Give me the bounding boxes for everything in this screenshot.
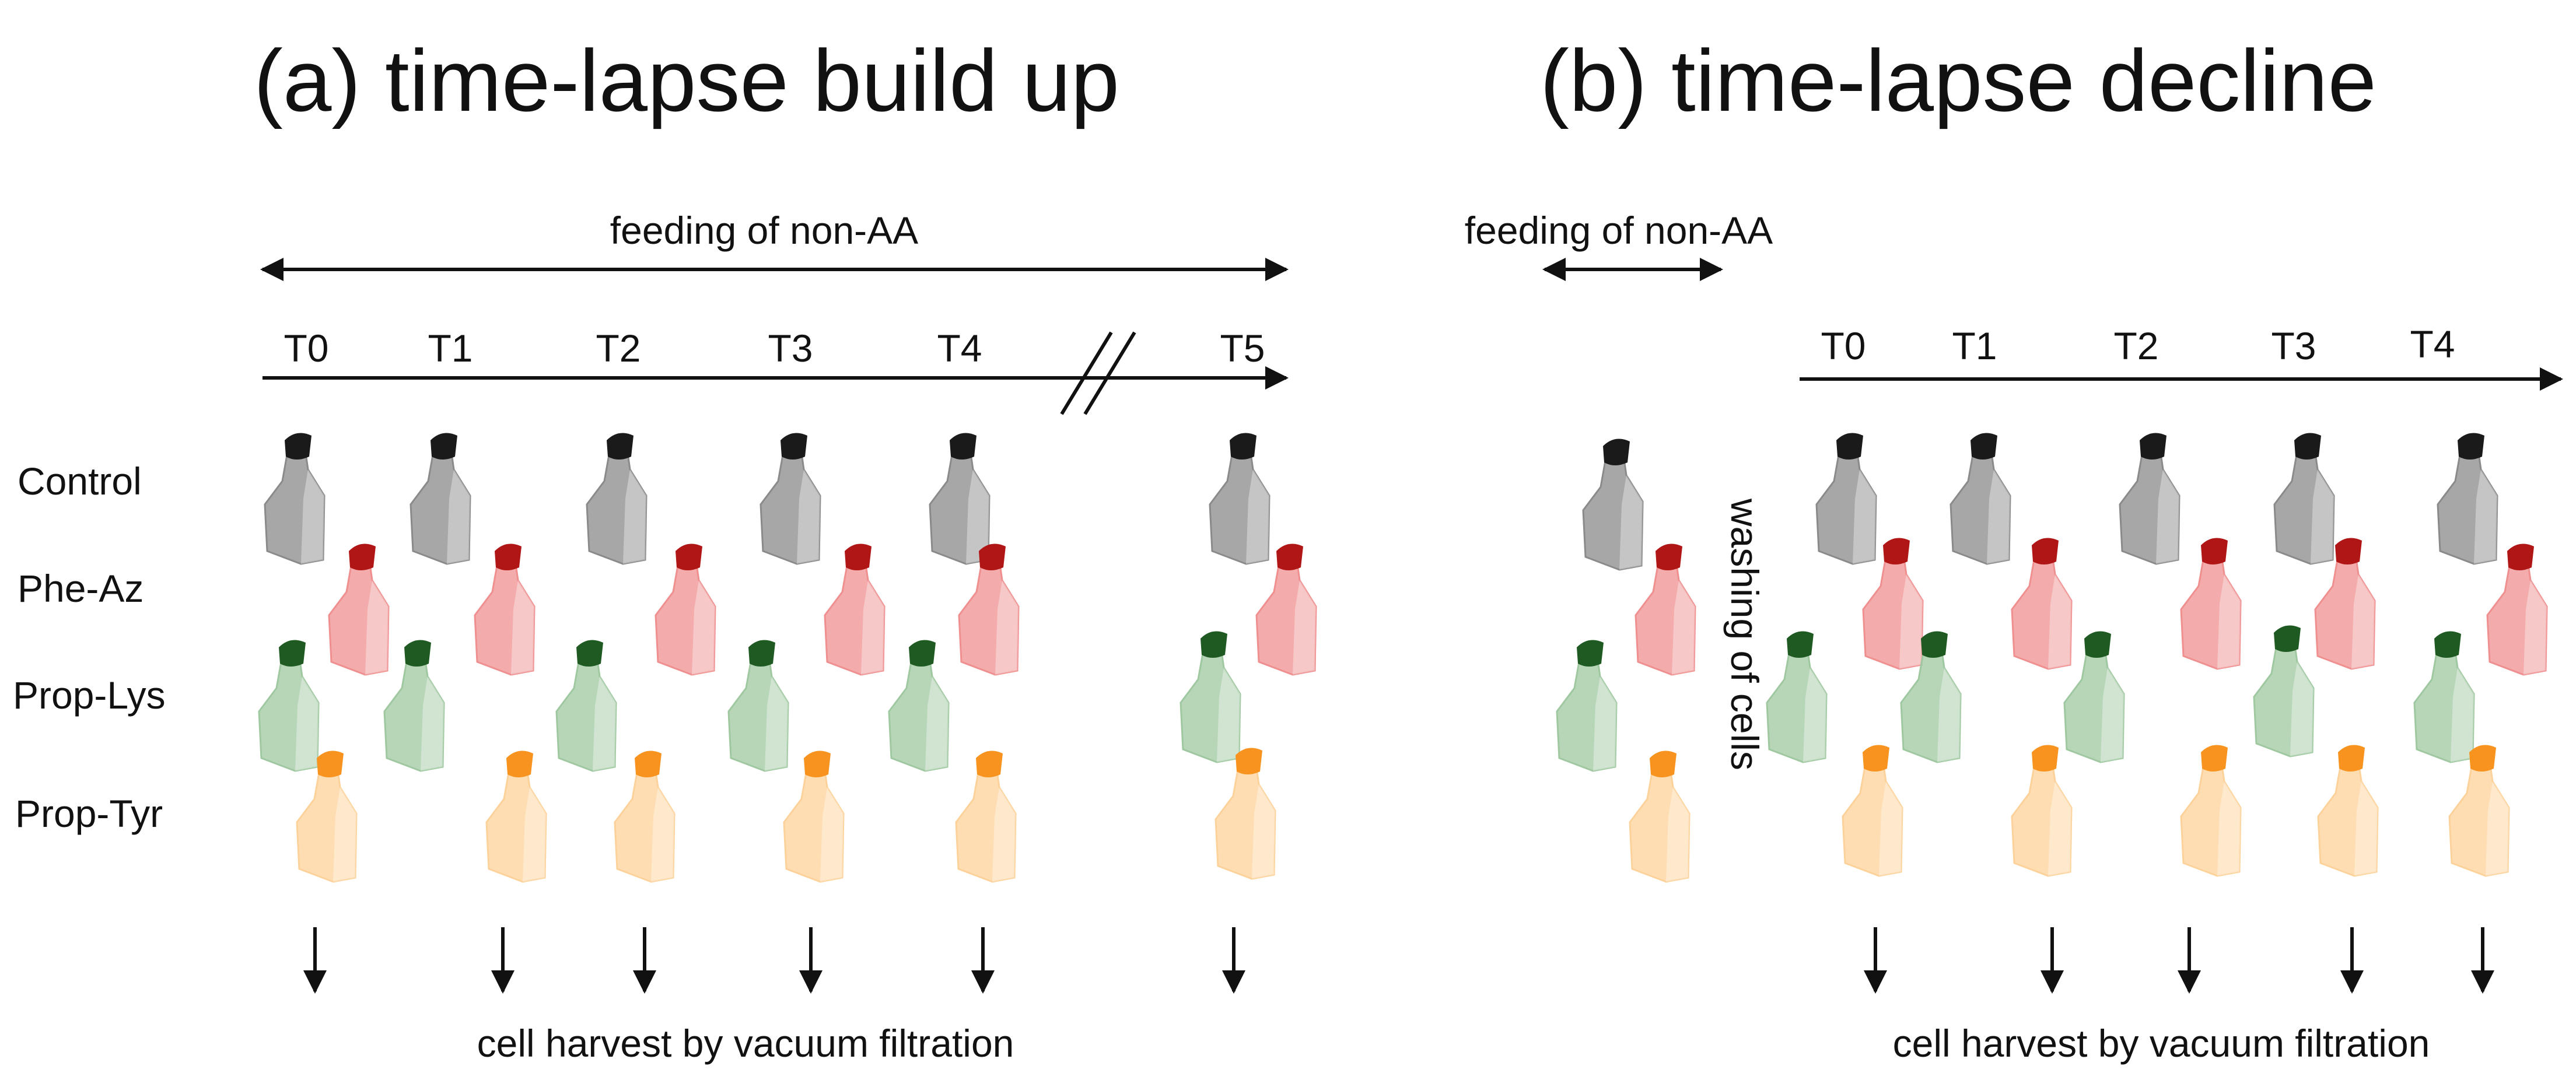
panel-b-title: (b) time-lapse decline — [1540, 31, 2376, 129]
phe-az-flask — [328, 544, 390, 676]
panel-b-t1-label: T1 — [1952, 324, 1997, 367]
phe-az-flask — [958, 544, 1020, 676]
prop-lys-flask — [727, 640, 789, 772]
panel-a-t4-label: T4 — [937, 327, 982, 370]
phe-az-flask — [1255, 544, 1317, 676]
control-flask — [586, 433, 648, 565]
panel-a-t1-label: T1 — [428, 327, 473, 370]
culture-flasks — [258, 433, 2548, 883]
panel-a-harvest-arrows — [303, 927, 1245, 994]
prop-tyr-flask — [1629, 751, 1690, 883]
control-flask — [2119, 433, 2180, 565]
prop-tyr-flask — [2448, 745, 2510, 877]
panel-a-t0-label: T0 — [284, 327, 328, 370]
phe-az-flask — [2011, 538, 2073, 670]
phe-az-flask — [2314, 538, 2376, 670]
panel-b-harvest-label: cell harvest by vacuum filtration — [1893, 1022, 2430, 1065]
control-flask — [264, 433, 326, 565]
prop-tyr-flask — [485, 751, 547, 883]
prop-lys-flask — [2253, 625, 2315, 758]
row-label-prop-lys: Prop-Lys — [13, 674, 166, 717]
panel-b-feeding-label: feeding of non-AA — [1465, 209, 1773, 252]
row-label-control: Control — [18, 460, 142, 503]
control-flask — [760, 433, 821, 565]
phe-az-flask — [2486, 544, 2548, 676]
washing-label: washing of cells — [1723, 498, 1766, 770]
phe-az-flask — [474, 544, 536, 676]
prop-tyr-flask — [955, 751, 1017, 883]
axis-break-mark — [1060, 331, 1113, 415]
panel-a-title: (a) time-lapse build up — [254, 31, 1119, 129]
panel-a-t3-label: T3 — [768, 327, 813, 370]
panel-a-harvest-label: cell harvest by vacuum filtration — [477, 1022, 1014, 1065]
prop-lys-flask — [555, 640, 617, 772]
axis-break-mark — [1083, 331, 1136, 415]
control-flask — [1950, 433, 2011, 565]
prop-lys-flask — [2413, 631, 2475, 763]
control-flask — [2437, 433, 2498, 565]
prop-tyr-flask — [783, 751, 845, 883]
prop-lys-flask — [1900, 631, 1962, 763]
row-label-phe-az: Phe-Az — [18, 567, 144, 610]
prop-tyr-flask — [2317, 745, 2379, 877]
panel-b-t3-label: T3 — [2271, 324, 2316, 367]
panel-a-t2-label: T2 — [596, 327, 640, 370]
prop-tyr-flask — [614, 751, 676, 883]
prop-lys-flask — [1180, 631, 1241, 763]
prop-tyr-flask — [2011, 745, 2073, 877]
prop-lys-flask — [258, 640, 320, 772]
panel-a-feeding-label: feeding of non-AA — [610, 209, 918, 252]
prop-tyr-flask — [1842, 745, 1903, 877]
panel-b-t4-label: T4 — [2410, 322, 2455, 366]
phe-az-flask — [824, 544, 886, 676]
prop-lys-flask — [888, 640, 950, 772]
phe-az-flask — [654, 544, 716, 676]
control-flask — [1815, 433, 1877, 565]
control-flask — [2273, 433, 2335, 565]
phe-az-flask — [1862, 538, 1924, 670]
prop-tyr-flask — [2180, 745, 2242, 877]
phe-az-flask — [1634, 544, 1696, 676]
panel-b-t0-label: T0 — [1821, 324, 1866, 367]
prop-lys-flask — [1766, 631, 1828, 763]
panel-b-harvest-arrows — [1864, 927, 2494, 994]
prop-lys-flask — [2063, 631, 2125, 763]
panel-b-t2-label: T2 — [2113, 324, 2158, 367]
prop-tyr-flask — [296, 751, 358, 883]
panel-a-t5-label: T5 — [1220, 327, 1265, 370]
prop-lys-flask — [383, 640, 445, 772]
control-flask — [1582, 439, 1644, 571]
row-label-prop-tyr: Prop-Tyr — [15, 792, 163, 835]
prop-lys-flask — [1556, 640, 1618, 772]
control-flask — [1209, 433, 1270, 565]
prop-tyr-flask — [1214, 748, 1276, 880]
control-flask — [410, 433, 471, 565]
control-flask — [929, 433, 991, 565]
phe-az-flask — [2180, 538, 2242, 670]
